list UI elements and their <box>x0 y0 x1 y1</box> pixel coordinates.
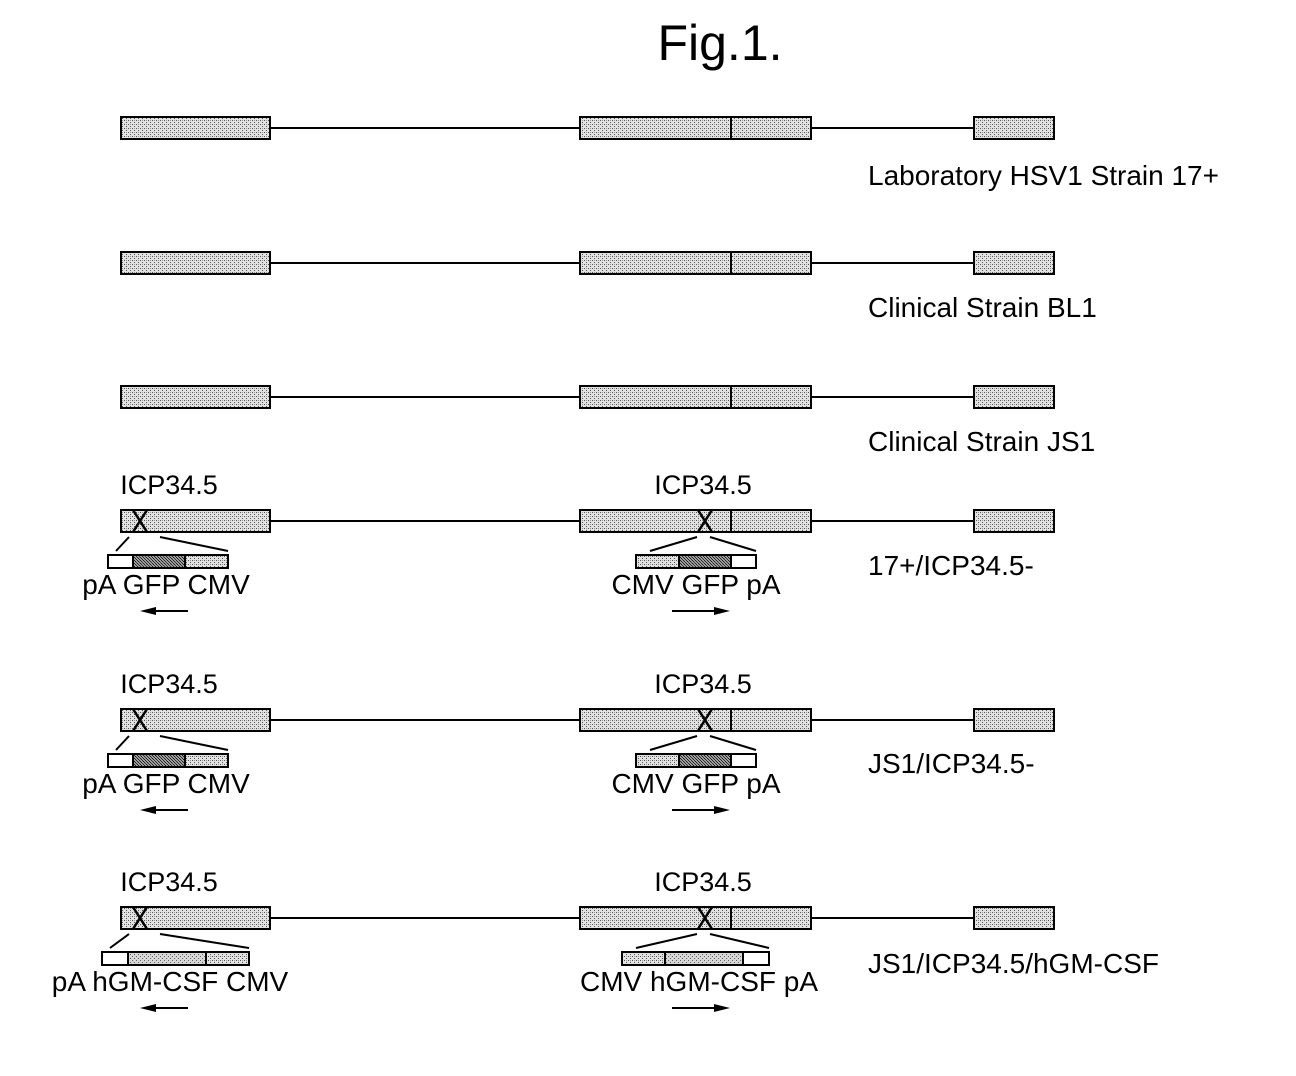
gene-label-right: ICP34.5 <box>654 669 752 699</box>
insert-guide-line <box>116 537 129 551</box>
gene-label-right: ICP34.5 <box>654 470 752 500</box>
right-terminal-box <box>974 709 1054 731</box>
cassette-label-right: CMV GFP pA <box>611 768 780 799</box>
arrowhead-left-icon <box>140 607 156 615</box>
strain-label: 17+/ICP34.5- <box>868 550 1034 581</box>
arrowhead-left-icon <box>140 806 156 814</box>
cassette-segment-cmv <box>636 555 679 568</box>
right-terminal-box <box>974 117 1054 139</box>
insert-guide-line <box>160 934 249 948</box>
internal-repeat-box <box>580 709 811 731</box>
arrowhead-right-icon <box>714 1004 730 1012</box>
strain-label: JS1/ICP34.5- <box>868 748 1035 779</box>
right-terminal-box <box>974 252 1054 274</box>
genome-row-lab-17: Laboratory HSV1 Strain 17+ <box>121 117 1219 191</box>
cassette-segment-pa <box>102 952 128 965</box>
cassette-label-right: CMV hGM-CSF pA <box>580 966 818 997</box>
cassette-label-left: pA GFP CMV <box>82 569 250 600</box>
left-repeat-box <box>121 252 270 274</box>
internal-repeat-box <box>580 386 811 408</box>
cassette-segment-pa <box>108 555 133 568</box>
figure-title: Fig.1. <box>657 15 782 71</box>
genome-row-bl1: Clinical Strain BL1 <box>121 252 1097 323</box>
cassette-segment-cmv <box>185 754 228 767</box>
internal-repeat-box <box>580 252 811 274</box>
strain-label: JS1/ICP34.5/hGM-CSF <box>868 948 1159 979</box>
cassette-segment-pa <box>743 952 769 965</box>
left-repeat-box <box>121 386 270 408</box>
insert-guide-line <box>636 934 697 948</box>
strain-label: Laboratory HSV1 Strain 17+ <box>868 160 1219 191</box>
cassette-segment-hgm-csf <box>665 952 743 965</box>
right-terminal-box <box>974 907 1054 929</box>
insert-guide-line <box>650 537 697 551</box>
cassette-segment-gfp <box>133 754 185 767</box>
arrowhead-right-icon <box>714 607 730 615</box>
cassette-label-left: pA GFP CMV <box>82 768 250 799</box>
internal-repeat-box <box>580 117 811 139</box>
strain-label: Clinical Strain JS1 <box>868 426 1095 457</box>
cassette-segment-cmv <box>636 754 679 767</box>
left-repeat-box <box>121 907 270 929</box>
left-repeat-box <box>121 709 270 731</box>
gene-label-left: ICP34.5 <box>120 470 218 500</box>
cassette-label-left: pA hGM-CSF CMV <box>52 966 289 997</box>
arrowhead-right-icon <box>714 806 730 814</box>
insert-guide-line <box>710 537 756 551</box>
arrowhead-left-icon <box>140 1004 156 1012</box>
insert-guide-line <box>116 736 129 750</box>
insert-guide-line <box>160 537 228 551</box>
insert-guide-line <box>160 736 228 750</box>
genome-row-js1-icp-hgmcsf: JS1/ICP34.5/hGM-CSF ICP34.5 ICP34.5 pA hGM-… <box>52 867 1159 1012</box>
cassette-segment-cmv <box>622 952 665 965</box>
left-repeat-box <box>121 117 270 139</box>
cassette-segment-gfp <box>679 555 731 568</box>
cassette-segment-cmv <box>185 555 228 568</box>
insert-guide-line <box>710 736 756 750</box>
cassette-segment-gfp <box>133 555 185 568</box>
internal-repeat-box <box>580 907 811 929</box>
right-terminal-box <box>974 510 1054 532</box>
insert-guide-line <box>650 736 697 750</box>
left-repeat-box <box>121 510 270 532</box>
cassette-segment-gfp <box>679 754 731 767</box>
genome-row-js1: Clinical Strain JS1 <box>121 386 1095 457</box>
strain-label: Clinical Strain BL1 <box>868 292 1097 323</box>
cassette-segment-pa <box>108 754 133 767</box>
gene-label-left: ICP34.5 <box>120 867 218 897</box>
cassette-segment-hgm-csf <box>128 952 206 965</box>
genome-row-17-icp-minus: 17+/ICP34.5- ICP34.5 ICP34.5 pA GFP CMV CMV … <box>82 470 1054 615</box>
insert-guide-line <box>110 934 129 948</box>
gene-label-right: ICP34.5 <box>654 867 752 897</box>
right-terminal-box <box>974 386 1054 408</box>
genome-row-js1-icp-minus: JS1/ICP34.5- ICP34.5 ICP34.5 pA GFP CMV CMV … <box>82 669 1054 814</box>
internal-repeat-box <box>580 510 811 532</box>
cassette-segment-pa <box>731 555 756 568</box>
gene-label-left: ICP34.5 <box>120 669 218 699</box>
cassette-segment-cmv <box>206 952 249 965</box>
insert-guide-line <box>710 934 769 948</box>
cassette-label-right: CMV GFP pA <box>611 569 780 600</box>
cassette-segment-pa <box>731 754 756 767</box>
